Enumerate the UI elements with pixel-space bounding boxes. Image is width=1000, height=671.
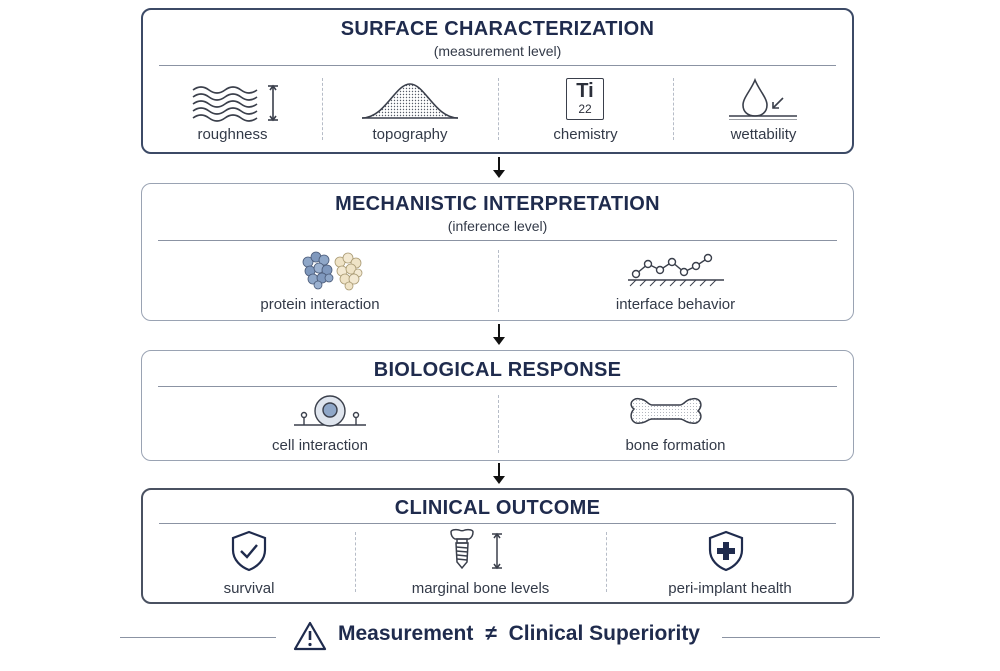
item-label: protein interaction (260, 296, 380, 313)
dental-implant-icon (450, 528, 502, 570)
molecular-chain-icon (628, 253, 724, 287)
item-interface-behavior: interface behavior (498, 244, 853, 320)
item-topography: topography (322, 70, 498, 150)
surface-characterization-box: SURFACE CHARACTERIZATION (measurement le… (141, 8, 854, 154)
item-label: peri-implant health (668, 580, 792, 597)
box-subtitle: (inference level) (447, 218, 548, 234)
divider (159, 523, 836, 524)
item-label: roughness (197, 126, 268, 143)
separator (498, 250, 499, 312)
roughness-icon (192, 84, 278, 122)
box-subtitle: (measurement level) (433, 43, 562, 59)
shield-plus-icon (708, 530, 744, 572)
footer-statement: Measurement ≠ Clinical Superiority (338, 622, 700, 646)
separator (355, 532, 356, 592)
item-peri-implant-health: peri-implant health (606, 526, 854, 604)
bone-icon (630, 397, 702, 424)
divider (158, 386, 837, 387)
item-wettability: wettability (673, 70, 854, 150)
item-survival: survival (143, 526, 355, 604)
down-arrow-icon (493, 157, 505, 178)
mechanistic-interpretation-box: MECHANISTIC INTERPRETATION (inference le… (141, 183, 854, 321)
topography-icon (361, 83, 459, 119)
box-title: SURFACE CHARACTERIZATION (340, 18, 655, 40)
item-label: topography (372, 126, 448, 143)
box-title: MECHANISTIC INTERPRETATION (335, 193, 660, 215)
item-protein-interaction: protein interaction (142, 244, 498, 320)
item-cell-interaction: cell interaction (142, 389, 498, 461)
not-equal-symbol: ≠ (485, 622, 497, 645)
footer-text-left: Measurement (338, 622, 474, 645)
separator (673, 78, 674, 140)
separator (498, 395, 499, 453)
water-droplet-icon (729, 77, 797, 120)
divider (159, 65, 836, 66)
down-arrow-icon (493, 463, 505, 484)
biological-response-box: BIOLOGICAL RESPONSE cell interaction bon… (141, 350, 854, 461)
item-label: cell interaction (272, 437, 368, 454)
shield-check-icon (231, 530, 267, 572)
item-roughness: roughness (143, 70, 322, 150)
element-number: 22 (578, 102, 592, 116)
titanium-element-icon: Ti 22 (566, 78, 604, 120)
protein-molecules-icon (302, 251, 363, 291)
separator (322, 78, 323, 140)
item-chemistry: Ti 22 chemistry (498, 70, 673, 150)
item-marginal-bone-levels: marginal bone levels (355, 526, 606, 604)
separator (606, 532, 607, 592)
divider (158, 240, 837, 241)
item-label: interface behavior (615, 296, 736, 313)
item-label: bone formation (625, 437, 726, 454)
box-title: BIOLOGICAL RESPONSE (373, 359, 622, 381)
box-title: CLINICAL OUTCOME (394, 497, 601, 519)
down-arrow-icon (493, 324, 505, 345)
item-label: chemistry (553, 126, 618, 143)
warning-triangle-icon (293, 621, 327, 651)
footer-text-right: Clinical Superiority (508, 622, 700, 645)
footer-rule-left (120, 637, 276, 638)
item-label: survival (223, 580, 275, 597)
cell-icon (294, 395, 366, 427)
element-symbol: Ti (576, 80, 594, 102)
item-bone-formation: bone formation (498, 389, 853, 461)
clinical-outcome-box: CLINICAL OUTCOME survival (141, 488, 854, 604)
item-label: wettability (730, 126, 797, 143)
item-label: marginal bone levels (411, 580, 550, 597)
footer-rule-right (722, 637, 880, 638)
separator (498, 78, 499, 140)
